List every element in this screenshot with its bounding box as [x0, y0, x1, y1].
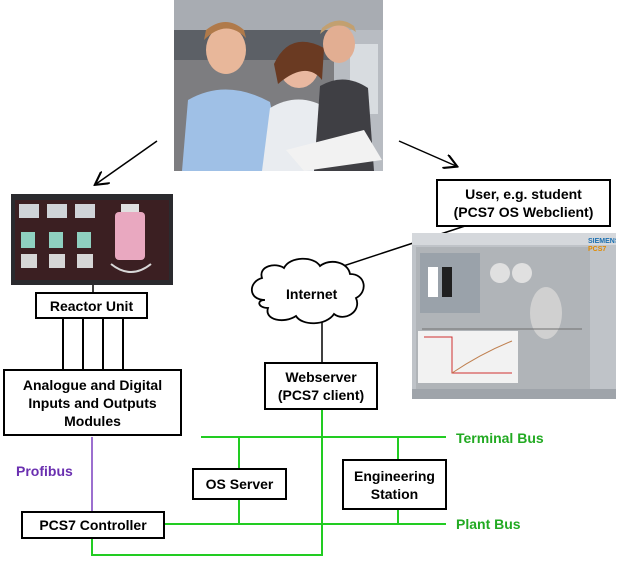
- os-server-box: OS Server: [192, 468, 287, 500]
- io-modules-line1: Analogue and Digital: [22, 376, 163, 393]
- engineering-line1: Engineering: [354, 467, 435, 484]
- engineering-station-box: Engineering Station: [342, 459, 447, 510]
- internet-cloud: [250, 257, 365, 325]
- terminal-bus-label: Terminal Bus: [456, 430, 544, 446]
- reactor-illustration: [11, 194, 173, 285]
- io-modules-line3: Modules: [64, 412, 121, 429]
- webserver-line2: (PCS7 client): [277, 387, 365, 403]
- user-webclient-box: User, e.g. student (PCS7 OS Webclient): [436, 179, 611, 227]
- pcs7-illustration: [412, 233, 616, 399]
- reactor-unit-label: Reactor Unit: [49, 297, 134, 314]
- controller-webserver-link: [91, 437, 323, 556]
- pcs7-controller-box: PCS7 Controller: [21, 511, 165, 539]
- reactor-photo: [11, 194, 173, 285]
- profibus-label: Profibus: [16, 463, 73, 479]
- pcs7-controller-label: PCS7 Controller: [39, 517, 147, 533]
- siemens-brand: SIEMENS PCS7: [588, 238, 616, 254]
- arrow-to-reactor: [96, 140, 158, 184]
- students-illustration: [174, 0, 383, 171]
- pcs7-screenshot: SIEMENS PCS7: [412, 233, 616, 399]
- plant-bus-label: Plant Bus: [456, 516, 521, 532]
- internet-label: Internet: [286, 286, 338, 302]
- io-modules-box: Analogue and Digital Inputs and Outputs …: [3, 369, 182, 436]
- os-server-label: OS Server: [205, 476, 274, 492]
- io-modules-line2: Inputs and Outputs: [28, 394, 157, 411]
- webserver-line1: Webserver: [285, 369, 357, 385]
- students-photo: [174, 0, 383, 171]
- user-webclient-line1: User, e.g. student: [465, 186, 582, 202]
- siemens-brand-line1: SIEMENS: [588, 238, 616, 245]
- webserver-box: Webserver (PCS7 client): [264, 362, 378, 410]
- arrow-to-user: [398, 140, 456, 166]
- engineering-line2: Station: [370, 485, 419, 502]
- reactor-unit-box: Reactor Unit: [35, 292, 148, 319]
- user-webclient-line2: (PCS7 OS Webclient): [453, 204, 594, 220]
- siemens-brand-line2: PCS7: [588, 246, 607, 253]
